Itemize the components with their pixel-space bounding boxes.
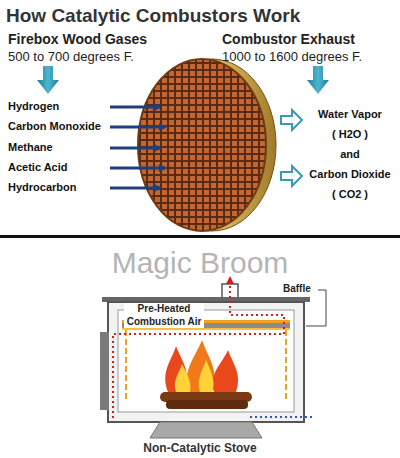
drawing-part [110,167,165,170]
drawing-part [307,66,329,94]
temperature-label: 500 to 700 degrees F. [8,49,208,65]
gas-label: Hydrogen [8,100,108,114]
exhaust-label: and [304,148,396,162]
drawing-part [199,360,214,392]
drawing-part [187,340,215,392]
exhaust-label: ( CO2 ) [304,188,396,202]
part-label: Pre-Heated Combustion Air [124,303,204,328]
drawing-part [100,332,109,410]
drawing-part [110,147,160,150]
watermark: Magic Broom [60,244,340,282]
drawing-part [122,328,290,330]
drawing-part [110,106,160,109]
drawing-part [110,126,165,129]
gas-label: Methane [8,141,108,155]
drawing-part [166,400,248,409]
drawing-part [281,110,302,130]
drawing-part [150,422,262,438]
catalytic-combustor [138,59,276,231]
drawing-part [37,66,59,94]
drawing-part [108,302,304,422]
exhaust-label: ( H2O ) [304,128,396,142]
gas-arrow [110,107,165,188]
exhaust-arrow [281,110,302,186]
exhaust-label: Carbon Dioxide [304,168,396,182]
gas-label: Hydrocarbon [8,181,108,195]
title: How Catalytic Combustors Work [6,4,396,28]
gas-label: Carbon Monoxide [8,120,108,134]
heading-label: Firebox Wood Gases [8,31,208,49]
gas-label: Acetic Acid [8,161,108,175]
leader-line [306,290,326,326]
drawing-part [138,59,266,231]
exhaust-label: Water Vapor [304,108,396,122]
part-label: Baffle [283,283,317,296]
caption-label: Non-Catalytic Stove [60,441,340,456]
drawing-part [213,350,239,392]
separator-line [0,235,400,238]
drawing-part [175,364,191,392]
temperature-label: 1000 to 1600 degrees F. [222,49,392,65]
hot-gas-path [113,280,284,418]
drawing-part [126,330,286,402]
heading-label: Combustor Exhaust [222,31,392,49]
fire [160,340,252,409]
stove [100,284,310,438]
drawing-part [110,187,160,190]
air-inlet-path [250,416,312,418]
drawing-part [281,166,302,186]
